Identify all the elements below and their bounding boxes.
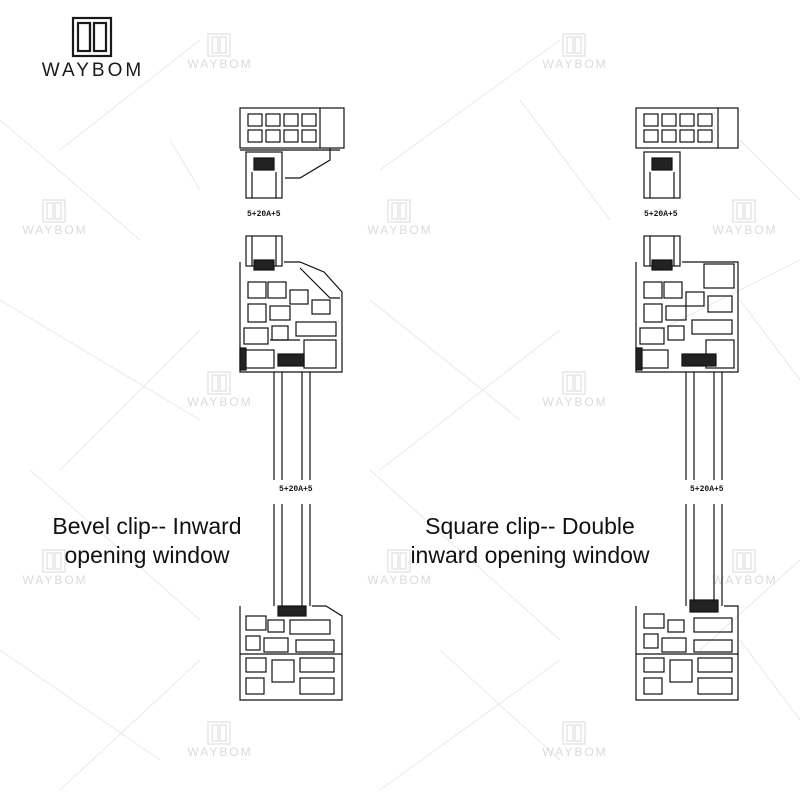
watermark: WAYBOM (690, 548, 800, 594)
watermark: WAYBOM (520, 720, 630, 766)
bevel-clip-caption: Bevel clip-- Inward opening window (22, 512, 272, 570)
watermark-logo-icon (732, 199, 756, 223)
caption-line: inward opening window (410, 542, 650, 568)
glass-spec-label-mid: 5+20A+5 (279, 485, 313, 494)
brand-name: WAYBOM (41, 60, 145, 81)
watermark: WAYBOM (345, 548, 455, 594)
watermark-logo-icon (42, 549, 66, 573)
watermark-logo-icon (207, 371, 231, 395)
watermark-text: WAYBOM (542, 57, 608, 71)
watermark-logo-icon (207, 33, 231, 57)
watermark-text: WAYBOM (22, 573, 88, 587)
watermark: WAYBOM (345, 198, 455, 244)
glass-spec-label-mid: 5+20A+5 (690, 485, 724, 494)
watermark: WAYBOM (165, 370, 275, 416)
watermark: WAYBOM (520, 32, 630, 78)
watermark-logo-icon (562, 371, 586, 395)
watermark-text: WAYBOM (187, 395, 253, 409)
caption-line: opening window (64, 542, 230, 568)
watermark-text: WAYBOM (367, 573, 433, 587)
door-logo-icon (71, 16, 113, 58)
brand-logo: WAYBOM (28, 16, 158, 86)
watermark: WAYBOM (0, 548, 110, 594)
square-clip-caption: Square clip-- Double inward opening wind… (392, 512, 668, 570)
watermark: WAYBOM (165, 720, 275, 766)
caption-line: Square clip-- Double (425, 513, 635, 539)
glass-spec-label-top: 5+20A+5 (247, 210, 281, 219)
watermark-logo-icon (387, 549, 411, 573)
watermark-logo-icon (562, 33, 586, 57)
watermark-text: WAYBOM (22, 223, 88, 237)
watermark-logo-icon (207, 721, 231, 745)
watermark-logo-icon (42, 199, 66, 223)
watermark-logo-icon (387, 199, 411, 223)
caption-line: Bevel clip-- Inward (52, 513, 242, 539)
watermark-text: WAYBOM (542, 745, 608, 759)
watermark-text: WAYBOM (187, 745, 253, 759)
watermark-text: WAYBOM (712, 573, 778, 587)
watermark-text: WAYBOM (712, 223, 778, 237)
glass-spec-label-top: 5+20A+5 (644, 210, 678, 219)
watermark: WAYBOM (520, 370, 630, 416)
watermark: WAYBOM (0, 198, 110, 244)
watermark: WAYBOM (165, 32, 275, 78)
watermark: WAYBOM (690, 198, 800, 244)
watermark-logo-icon (562, 721, 586, 745)
watermark-logo-icon (732, 549, 756, 573)
watermark-text: WAYBOM (187, 57, 253, 71)
watermark-text: WAYBOM (542, 395, 608, 409)
watermark-text: WAYBOM (367, 223, 433, 237)
